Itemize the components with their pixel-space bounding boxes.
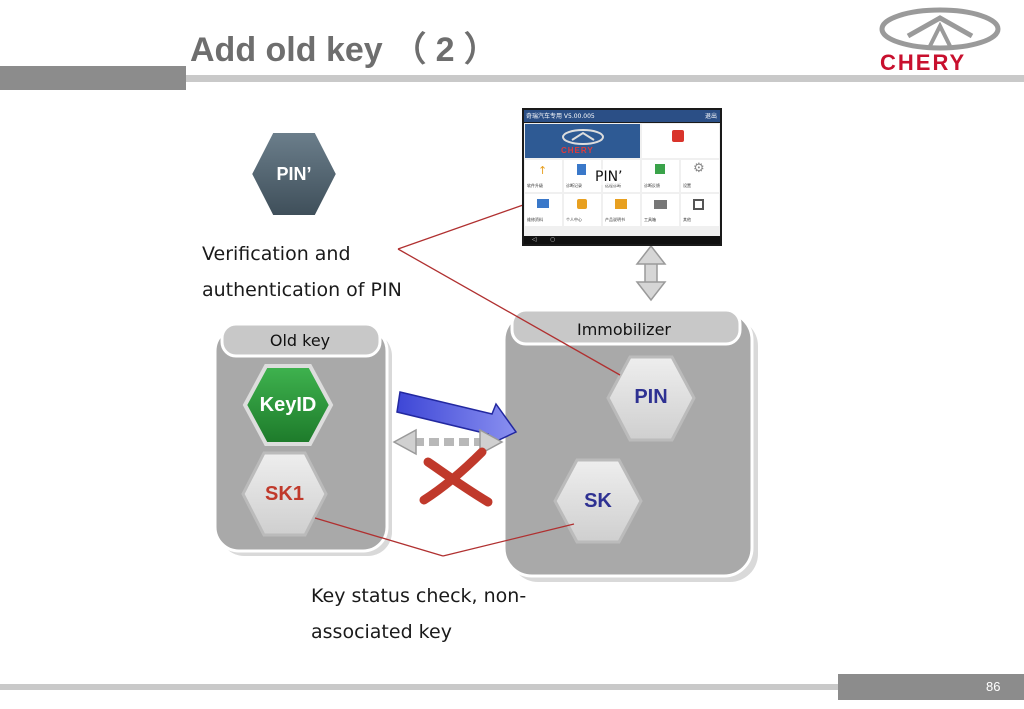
tablet-tile[interactable]: 诊断记录 (564, 160, 601, 192)
feedback-icon (655, 164, 665, 174)
tablet-body: CHERY ↑ 软件升级 诊断记录 远程诊断 诊断反馈 ⚙ 设置 维修资料 (524, 123, 720, 236)
tablet-brand-name: CHERY (561, 146, 594, 155)
tablet-tile[interactable]: ↑ 软件升级 (525, 160, 562, 192)
chery-logo-icon (879, 7, 1001, 51)
verification-annotation: Verification and authentication of PIN (202, 236, 502, 308)
status-annotation: Key status check, non- associated key (311, 578, 611, 650)
footer-bar-light (0, 684, 838, 690)
cross-icon (419, 447, 493, 507)
vertical-double-arrow-icon (635, 244, 667, 302)
sk1-label: SK1 (265, 483, 304, 505)
document-icon (615, 199, 627, 209)
upgrade-icon: ↑ (538, 164, 548, 177)
status-line-1: Key status check, non- (311, 585, 527, 607)
diagnostic-tablet: 奇瑞汽车专用 V5.00.005 退出 CHERY ↑ 软件升级 诊断记录 远程… (522, 108, 722, 246)
pin-prime-label: PIN’ (276, 164, 312, 184)
tablet-header: 奇瑞汽车专用 V5.00.005 退出 (524, 110, 720, 122)
tile-label: 产品说明书 (605, 217, 625, 222)
title-bar-light (186, 75, 1024, 82)
record-icon (577, 164, 586, 175)
grid-icon (693, 199, 704, 210)
tablet-tile[interactable]: ⚙ 设置 (681, 160, 719, 192)
manual-icon (537, 199, 549, 208)
sk1-hexagon (241, 451, 328, 537)
status-line-2: associated key (311, 621, 452, 643)
tablet-chery-logo-icon (562, 129, 604, 145)
tile-label: 维修资料 (527, 217, 543, 222)
transfer-arrow-icon (396, 391, 518, 448)
toolbox-icon (654, 200, 667, 209)
tile-label: 软件升级 (527, 183, 543, 188)
gear-icon: ⚙ (693, 161, 705, 176)
tile-label: 个人中心 (566, 217, 582, 222)
immobilizer-box (502, 308, 758, 582)
pin-hexagon (606, 355, 696, 442)
sk-hexagon (553, 458, 643, 544)
tablet-navbar: ◁ ○ (524, 236, 720, 244)
tablet-tile[interactable]: 诊断反馈 (642, 160, 679, 192)
tablet-header-title: 奇瑞汽车专用 V5.00.005 (526, 113, 595, 120)
remote-icon (672, 130, 684, 142)
pin-label: PIN (634, 386, 668, 408)
old-key-label: Old key (269, 331, 331, 350)
tablet-tile[interactable]: 其他 (681, 194, 719, 226)
tablet-tile[interactable]: 维修资料 (525, 194, 562, 226)
back-icon[interactable]: ◁ (532, 236, 537, 243)
verification-line-1: Verification and (202, 243, 351, 265)
logo-wordmark: CHERY (880, 50, 967, 75)
tile-label: 诊断反馈 (644, 183, 660, 188)
tablet-tile[interactable]: 工具箱 (642, 194, 679, 226)
tile-label: 设置 (683, 183, 691, 188)
tablet-tile[interactable]: 产品说明书 (603, 194, 640, 226)
dashed-double-arrow-icon (392, 428, 504, 456)
keyid-label: KeyID (259, 394, 317, 416)
tile-label: 其他 (683, 217, 691, 222)
footer-bar-dark (838, 674, 1024, 700)
slide-title: Add old key （ 2 ） (190, 31, 498, 69)
tile-label: 远程诊断 (605, 183, 621, 188)
home-icon[interactable]: ○ (550, 236, 556, 243)
tile-label: 工具箱 (644, 217, 656, 222)
title-bar-dark (0, 66, 186, 90)
tile-label: 诊断记录 (566, 183, 582, 188)
user-icon (577, 199, 587, 209)
tablet-tile[interactable]: 个人中心 (564, 194, 601, 226)
tablet-pin-overlay: PIN’ (595, 169, 623, 185)
sk-connector-lines (314, 517, 575, 557)
keyid-hexagon (242, 364, 334, 446)
pin-prime-hexagon (247, 129, 341, 219)
tablet-exit-button[interactable]: 退出 (704, 113, 717, 120)
page-number: 86 (986, 679, 1001, 694)
tablet-brand-banner: CHERY (525, 124, 640, 158)
sk-label: SK (584, 490, 612, 512)
verification-line-2: authentication of PIN (202, 279, 402, 301)
immobilizer-label: Immobilizer (577, 320, 671, 339)
tablet-remote-tile[interactable] (642, 124, 719, 158)
